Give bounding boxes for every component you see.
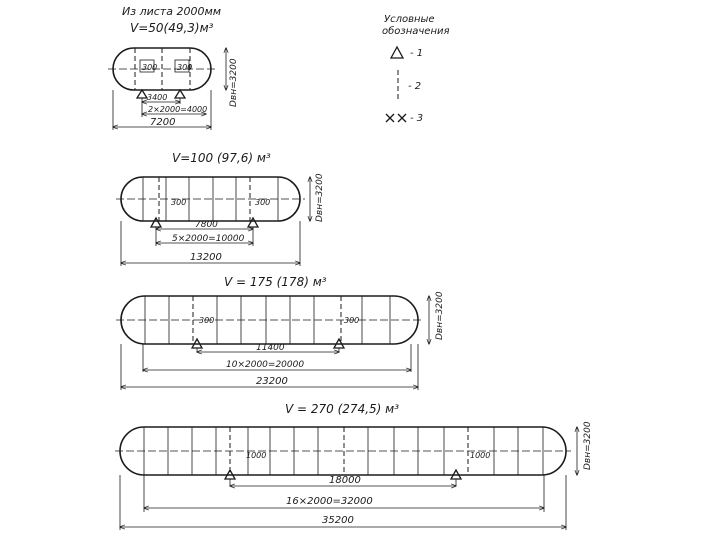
tank-volume: V=50(49,3)м³ xyxy=(130,21,214,35)
tank-50: V=50(49,3)м³ 300 300 3400 2×2000=4000 72… xyxy=(108,21,239,130)
sheets-label: 10×2000=20000 xyxy=(226,360,304,370)
legend: Условные обозначения - 1 - 2 - 3 xyxy=(382,14,450,124)
tank-volume: V=100 (97,6) м³ xyxy=(172,151,271,165)
diameter-label: Dвн=3200 xyxy=(435,291,445,340)
sheets-label: 16×2000=32000 xyxy=(286,496,373,507)
sheet-note: Из листа 2000мм xyxy=(122,5,221,18)
legend-title-2: обозначения xyxy=(382,25,450,37)
diameter-label: Dвн=3200 xyxy=(315,173,325,222)
length-label: 23200 xyxy=(256,376,288,387)
legend-label-1: - 1 xyxy=(410,48,423,59)
length-label: 7200 xyxy=(150,117,175,128)
manhole-left-label: 300 xyxy=(142,63,157,72)
manhole-right-label: 300 xyxy=(255,198,270,207)
manhole-right-label: 1000 xyxy=(470,451,490,460)
support-triangle-icon xyxy=(173,88,187,99)
support-triangle-icon xyxy=(135,88,149,99)
manhole-left-label: 1000 xyxy=(246,451,266,460)
legend-title-1: Условные xyxy=(384,14,435,25)
support-triangle-icon xyxy=(389,45,405,59)
length-label: 13200 xyxy=(190,252,222,263)
tank-175: V = 175 (178) м³ 300 300 11400 10×2000=2… xyxy=(116,275,445,390)
support-spacing-label: 11400 xyxy=(256,343,285,353)
manhole-left-label: 300 xyxy=(171,198,186,207)
tank-270: V = 270 (274,5) м³ 1000 1000 18000 xyxy=(115,402,593,530)
length-label: 35200 xyxy=(322,515,354,526)
manhole-left-label: 300 xyxy=(199,316,214,325)
diameter-label: Dвн=3200 xyxy=(583,421,593,470)
legend-label-2: - 2 xyxy=(408,81,421,92)
manhole-right-label: 300 xyxy=(177,63,192,72)
tank-volume: V = 270 (274,5) м³ xyxy=(285,402,399,416)
support-spacing-label: 7800 xyxy=(195,220,218,230)
tank-volume: V = 175 (178) м³ xyxy=(224,275,327,289)
cross-marks-icon xyxy=(385,113,407,123)
diameter-label: Dвн=3200 xyxy=(229,58,239,107)
support-spacing-label: 3400 xyxy=(147,93,167,102)
tank-100: V=100 (97,6) м³ 300 300 7800 5×2000=1000… xyxy=(116,151,325,266)
sheets-label: 2×2000=4000 xyxy=(148,105,207,114)
support-spacing-label: 18000 xyxy=(329,475,361,486)
sheets-label: 5×2000=10000 xyxy=(172,234,245,244)
legend-label-3: - 3 xyxy=(410,113,423,124)
manhole-right-label: 300 xyxy=(344,316,359,325)
